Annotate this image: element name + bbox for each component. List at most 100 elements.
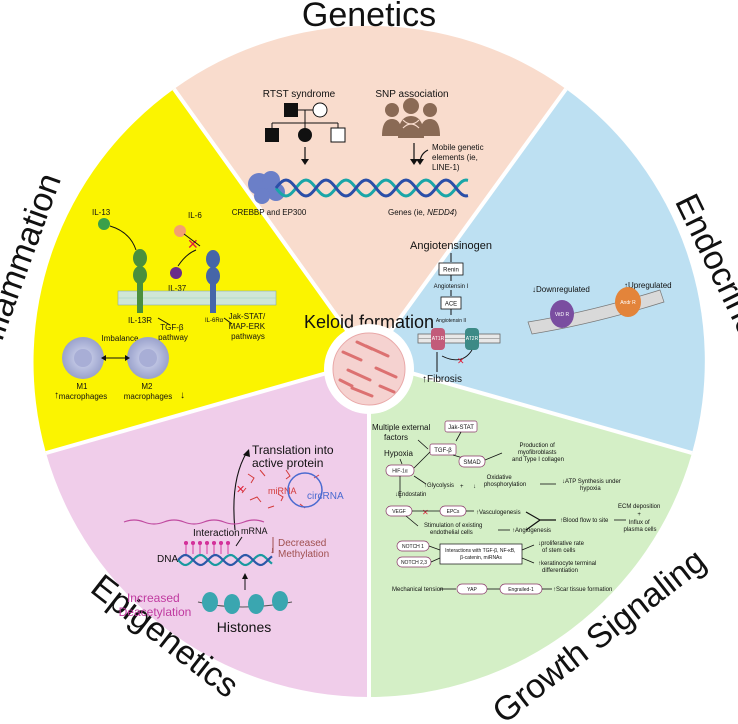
notch1-label: NOTCH 1 — [402, 544, 424, 550]
il6ra-receptor-icon — [206, 250, 220, 313]
oxidative-label: Oxidative phosphorylation — [484, 475, 526, 488]
il13-ligand-icon — [98, 218, 110, 230]
increased-deacetylation-label: Increased Deacetylation — [119, 591, 192, 619]
m1-up-icon: ↑ — [54, 390, 59, 401]
dna-helix — [274, 178, 469, 198]
engrailed-label: Engrailed-1 — [508, 587, 534, 593]
translation-label: Translation into active protein — [252, 443, 337, 470]
fibrosis-label: ↑Fibrosis — [422, 374, 462, 385]
at2r-label: AT2R — [466, 336, 479, 342]
dna-label: DNA — [157, 554, 178, 565]
hif-label: HIF-1α — [392, 469, 408, 475]
angiotensin1-label: Angiotensin I — [434, 284, 469, 290]
circrna-label: circRNA — [307, 491, 344, 502]
keloid-fibers — [338, 340, 398, 398]
endocrine-content: Angiotensinogen Renin Angiotensin I ACE … — [410, 240, 672, 385]
decreased-methylation-label: Decreased Methylation — [278, 538, 329, 560]
circrna-icon — [287, 472, 323, 508]
renin-label: Renin — [443, 268, 459, 274]
m2-label: M2 macrophages — [124, 382, 172, 401]
scar-label: ↑Scar tissue formation — [553, 587, 612, 593]
endostatin-label: ↓Endostatin — [395, 492, 426, 498]
upregulated-label: ↑Upregulated — [624, 281, 672, 290]
interactions-label: Interactions with TGF-β, NF-κB, β-cateni… — [445, 548, 517, 561]
ecm-label: ECM deposition + Influx of plasma cells — [618, 504, 662, 533]
center-title: Keloid formation — [304, 312, 434, 332]
mrna-label: mRNA — [241, 526, 268, 536]
smad-box — [458, 455, 486, 468]
vitd-receptor-icon — [550, 300, 574, 328]
mobile-elements-label: Mobile genetic elements (ie, LINE-1) — [432, 143, 486, 172]
genetics-content: RTST syndrome SNP association Mobil — [232, 89, 486, 217]
mrna-strand — [123, 519, 265, 525]
il6ra-label: IL-6Rα — [205, 318, 224, 324]
il37-label: IL-37 — [168, 284, 187, 293]
m1-label: M1 macrophages — [59, 382, 107, 401]
prolif-label: ↓proliferative rate of stem cells — [538, 541, 586, 554]
vegf-label: VEGF — [392, 509, 406, 515]
epcs-label: EPCs — [447, 509, 460, 515]
vasculogenesis-label: ↑Vasculogenesis — [476, 510, 521, 516]
epi-dna-helix — [177, 553, 273, 567]
growth-content: Multiple external factors Jak-STAT TGF-β… — [372, 420, 662, 595]
il6-label: IL-6 — [188, 211, 202, 220]
sector-dividers — [45, 87, 693, 697]
production-label: Production of myofibroblasts and Type I … — [512, 443, 564, 463]
at2r-receptor-icon — [465, 328, 479, 350]
il37-ligand-icon — [170, 267, 182, 279]
vitd-label: VitD R — [555, 312, 570, 318]
il13r-label: IL-13R — [128, 316, 152, 325]
inhibit-arrow — [441, 349, 473, 361]
snp-label: SNP association — [375, 89, 448, 100]
methyl-markers — [183, 540, 231, 554]
translation-arrow — [233, 451, 248, 531]
merge-bracket — [525, 511, 556, 531]
histones-icon — [197, 591, 293, 614]
endocrine-membrane — [417, 333, 501, 344]
andr-label: Andr R — [620, 300, 636, 306]
mirna-label: miRNA — [268, 486, 297, 496]
andr-receptor-icon — [615, 287, 641, 317]
ace-label: ACE — [445, 302, 457, 308]
interactions-box — [439, 543, 523, 565]
jak-stat-label: Jak-STAT — [448, 425, 474, 431]
il13-label: IL-13 — [92, 208, 111, 217]
m2-down-icon: ↓ — [180, 390, 185, 401]
genetics-title: Genetics — [302, 0, 436, 34]
atp-label: ↓ATP Synthesis under hypoxia — [562, 479, 622, 492]
pedigree-icon — [265, 102, 346, 143]
protein-blob-icon — [248, 171, 285, 204]
imbalance-label: Imbalance — [102, 334, 139, 343]
tgfb-label: TGF-β — [434, 448, 452, 454]
jak-pathway-label: Jak-STAT/ MAP-ERK pathways — [229, 312, 268, 341]
notch23-label: NOTCH 2,3 — [401, 560, 427, 566]
il6-block-icon: ✕ — [187, 236, 199, 252]
histones-label: Histones — [217, 619, 271, 635]
multiple-factors-label: Multiple external factors — [372, 423, 432, 442]
interaction-label: Interaction — [193, 528, 240, 539]
at1r-receptor-icon — [431, 328, 445, 350]
il13r-receptor-icon — [133, 249, 147, 313]
rtst-label: RTST syndrome — [263, 89, 336, 100]
yap-label: YAP — [467, 587, 477, 593]
downregulated-label: ↓Downregulated — [532, 285, 590, 294]
angiogenesis-label: ↑Angiogenesis — [512, 528, 551, 534]
stimulation-label: Stimulation of existing endothelial cell… — [424, 523, 484, 536]
inflammation-membrane — [117, 290, 277, 306]
tgfb-pathway-label: TGF-β pathway — [158, 323, 188, 342]
m2-macrophage-icon — [127, 337, 169, 379]
translation-block-icon: ✕ — [236, 484, 245, 496]
epigenetics-sector — [46, 361, 369, 697]
genes-label: Genes (ie, NEDD4) — [388, 208, 457, 217]
mechanical-label: Mechanical tension — [392, 587, 443, 593]
endocrine-sector — [369, 89, 705, 453]
inhibit-x-icon: ✕ — [457, 356, 465, 366]
inflammation-sector — [33, 89, 369, 453]
smad-label: SMAD — [463, 460, 481, 466]
epigenetics-content: Translation into active protein ✕ miRNA … — [119, 443, 344, 635]
vegf-block-icon: ✕ — [422, 508, 429, 517]
glycolysis-label: ↑Glycolysis — [424, 483, 454, 489]
m1-macrophage-icon — [62, 337, 104, 379]
svg-text:↓: ↓ — [270, 545, 275, 555]
